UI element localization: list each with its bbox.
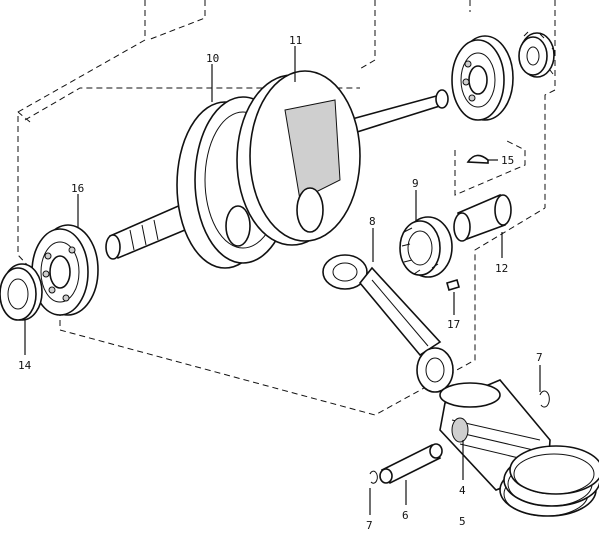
leader-lines [24, 46, 541, 515]
label-part-5: 5 [459, 515, 466, 528]
needle-bearing [399, 216, 453, 278]
part-labels: 10 11 16 14 9 8 15 12 17 7 7 6 4 5 [18, 34, 543, 532]
label-part-12: 12 [495, 262, 508, 275]
connecting-rod [322, 254, 454, 393]
label-part-9: 9 [412, 177, 419, 190]
piston-rings [499, 445, 599, 517]
bearing-right [451, 35, 514, 121]
sprocket-gear [518, 31, 556, 78]
label-part-4: 4 [459, 484, 466, 497]
label-part-16: 16 [71, 182, 84, 195]
label-part-11: 11 [289, 34, 302, 47]
circlip-right [539, 390, 550, 408]
bearing-left [31, 224, 99, 316]
label-part-10: 10 [206, 52, 219, 65]
woodruff-key [466, 154, 489, 164]
label-part-17: 17 [447, 318, 460, 331]
label-part-6: 6 [402, 509, 409, 522]
label-part-14: 14 [18, 359, 32, 372]
label-part-7-right: 7 [536, 351, 543, 364]
crank-flywheel-right [236, 70, 361, 246]
circlip-left [369, 470, 378, 484]
label-part-7-left: 7 [366, 519, 373, 532]
oil-seal-left [0, 263, 43, 321]
small-pin [446, 279, 460, 291]
piston-pin [379, 443, 443, 485]
crank-pin [453, 193, 512, 242]
label-part-8: 8 [369, 215, 376, 228]
label-part-15: 15 [501, 154, 514, 167]
